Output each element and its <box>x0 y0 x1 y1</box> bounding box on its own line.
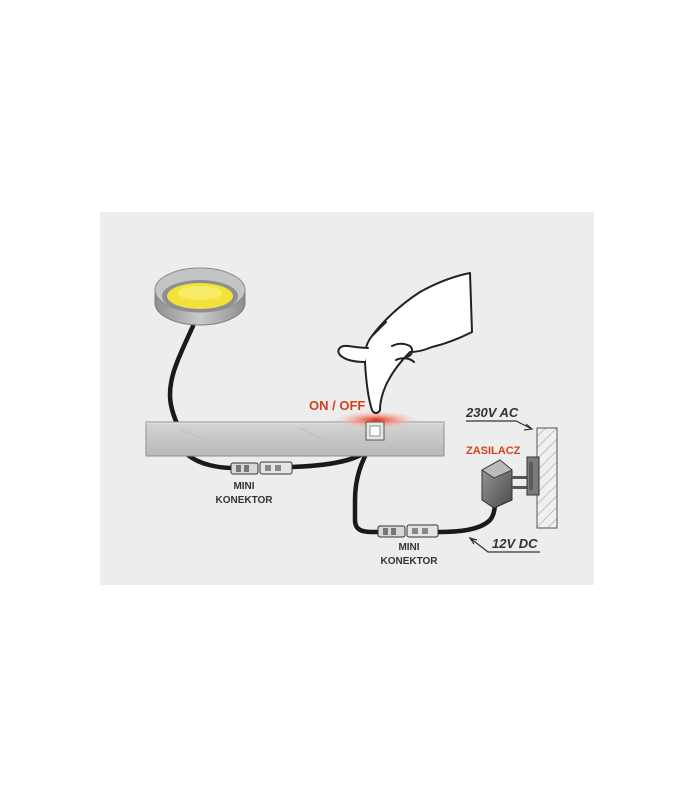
switch-cable-down <box>352 441 383 535</box>
lamp-cable-under-shelf <box>185 452 236 471</box>
ac-voltage-label: 230V AC <box>465 405 519 420</box>
mini-connector-icon <box>230 461 293 475</box>
mini-connector-icon <box>377 524 439 538</box>
mini-konektor-2-line1: MINI <box>398 542 419 553</box>
wall-socket-icon <box>526 427 558 529</box>
mini-konektor-1-line1: MINI <box>233 481 254 492</box>
mini-konektor-2-line2: KONEKTOR <box>380 556 438 567</box>
label-arrows <box>466 420 540 553</box>
dc-arrow <box>469 537 540 553</box>
dc-voltage-label: 12V DC <box>492 536 538 551</box>
power-supply-label: ZASILACZ <box>466 445 521 457</box>
ac-arrow <box>466 420 533 430</box>
power-adapter-icon <box>481 459 528 509</box>
led-puck-lamp-icon <box>154 267 246 326</box>
mini-konektor-1-line2: KONEKTOR <box>215 495 273 506</box>
hand-pointer-icon <box>337 272 473 414</box>
switch-glow <box>334 411 418 429</box>
on-off-label: ON / OFF <box>309 398 365 413</box>
touch-switch <box>334 411 418 441</box>
